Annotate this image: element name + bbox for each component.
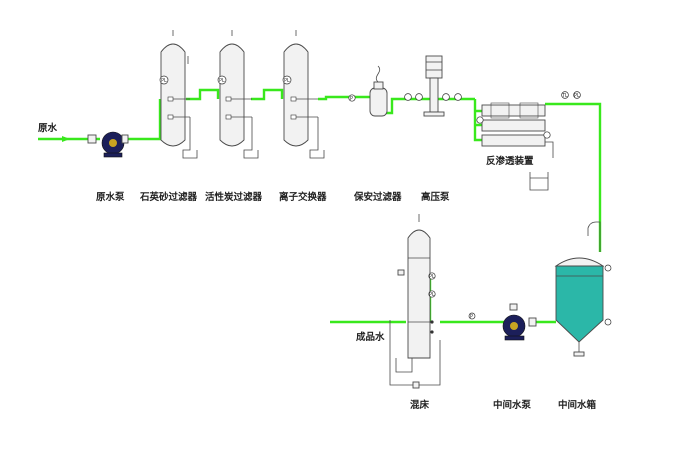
pipe-ion-to-security <box>318 95 475 115</box>
pressure-gauge-icon <box>476 116 484 124</box>
label-product-water: 成品水 <box>356 331 385 343</box>
label-reverse-osmosis: 反渗透装置 <box>486 155 534 167</box>
gauge-label: PL <box>429 292 435 298</box>
gauge-label: PL <box>219 78 225 84</box>
pressure-gauge-icon <box>442 93 450 101</box>
gauge-label: PL <box>574 93 580 99</box>
ion-exchanger <box>282 30 325 159</box>
pressure-gauge-icon <box>561 91 569 99</box>
pressure-gauge-icon <box>454 93 462 101</box>
gauge-label: PL <box>429 274 435 280</box>
pressure-gauge-icon <box>217 75 227 85</box>
pressure-gauge-icon <box>573 91 581 99</box>
label-quartz-sand-filter: 石英砂过滤器 <box>139 191 198 203</box>
gauge-label: PL <box>284 78 290 84</box>
pressure-gauge-icon <box>159 75 169 85</box>
level-switch-icon <box>604 264 612 272</box>
pressure-gauge-icon <box>468 312 476 320</box>
pressure-gauge-icon <box>415 93 423 101</box>
mixed-bed <box>389 214 441 389</box>
raw-water-pump <box>87 131 129 158</box>
label-mixed-bed: 混床 <box>410 399 430 411</box>
pressure-gauge-icon <box>428 290 436 298</box>
label-raw-water-pump: 原水泵 <box>96 191 125 203</box>
reverse-osmosis-unit <box>476 91 581 191</box>
raw-water-arrow-icon <box>62 136 70 142</box>
label-activated-carbon-filter: 活性炭过滤器 <box>205 191 263 203</box>
security-filter <box>369 65 388 117</box>
label-raw-water: 原水 <box>38 122 58 134</box>
pressure-gauge-icon <box>543 131 551 139</box>
intermediate-tank <box>554 221 612 357</box>
label-security-filter: 保安过滤器 <box>353 191 402 203</box>
gauge-label: P <box>470 314 473 320</box>
label-intermediate-water-pump: 中间水泵 <box>493 399 532 411</box>
label-high-pressure-pump: 高压泵 <box>421 191 450 203</box>
pipe-ro-outlet <box>545 102 602 252</box>
pipe-quartz-to-carbon <box>186 88 220 101</box>
gauge-label: P <box>350 96 353 102</box>
intermediate-water-pump <box>468 303 537 341</box>
label-intermediate-water-tank: 中间水箱 <box>558 399 597 411</box>
pressure-gauge-icon <box>348 94 356 102</box>
pressure-gauge-icon <box>404 93 412 101</box>
pipe-carbon-to-ion <box>251 88 284 101</box>
pipe-ro-inlet <box>473 99 482 142</box>
level-switch-icon <box>604 318 612 326</box>
gauge-label: PL <box>161 78 167 84</box>
high-pressure-pump <box>423 55 445 117</box>
pressure-gauge-icon <box>428 272 436 280</box>
pressure-gauge-icon <box>282 75 292 85</box>
gauge-label: TL <box>561 93 568 99</box>
quartz-sand-filter <box>159 30 198 159</box>
activated-carbon-filter <box>217 30 259 159</box>
label-ion-exchanger: 离子交换器 <box>279 191 327 203</box>
